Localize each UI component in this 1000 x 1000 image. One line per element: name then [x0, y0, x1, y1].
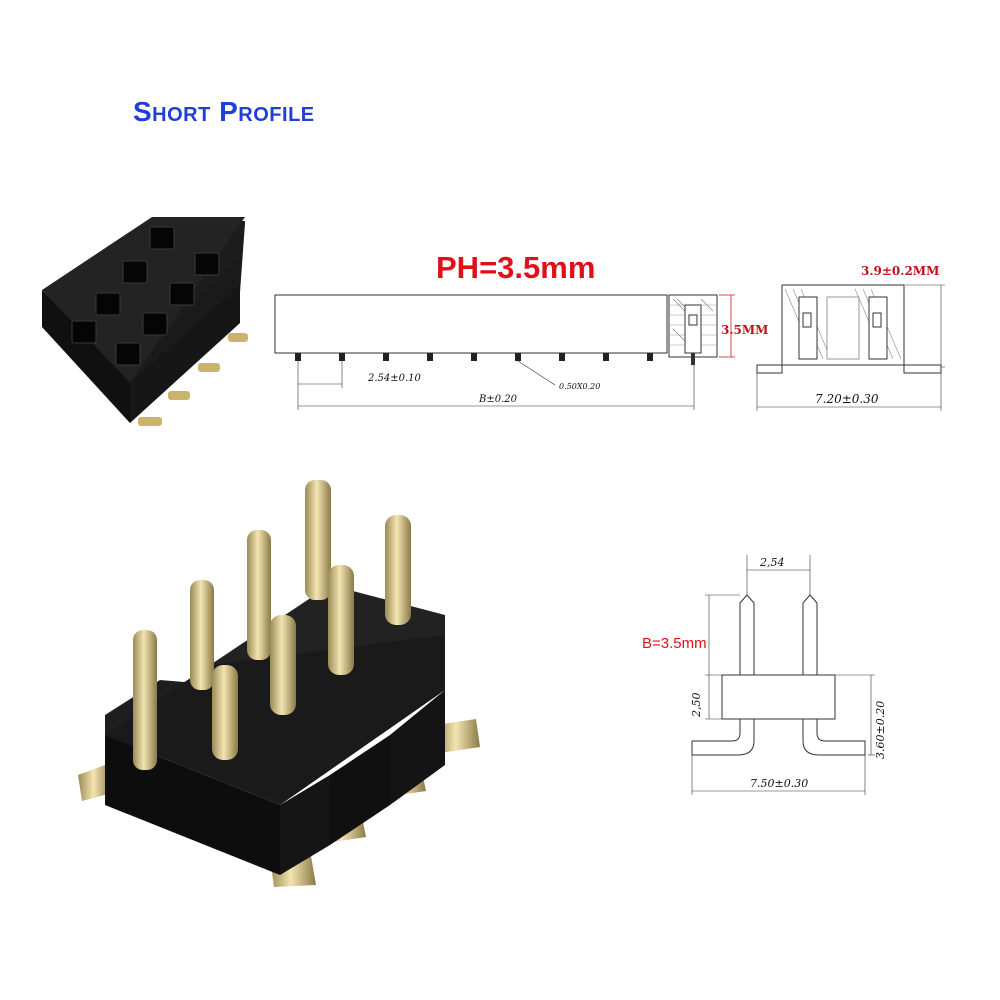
female-header-photo — [42, 217, 248, 426]
side-view-drawing: 3.5MM 2.54±0.10 0.50X0.20 B±0.20 — [274, 294, 768, 410]
side-view-pins — [295, 353, 653, 361]
male-body-dimension: 2,50 — [690, 693, 703, 719]
pitch-dimension: 2.54±0.10 — [367, 373, 422, 384]
end-view-housing — [781, 284, 905, 366]
male-header-drawing: 2,54 B=3.5mm 2,50 3.60±0.20 7.50±0.30 — [642, 555, 887, 795]
end-height-label: 3.9±0.2MM — [861, 264, 939, 278]
female-header-holes — [71, 226, 220, 366]
male-height-dimension: 3.60±0.20 — [874, 701, 887, 759]
male-header-pins — [133, 480, 411, 770]
side-height-label: 3.5MM — [721, 323, 768, 337]
end-view-drawing: 3.9±0.2MM 7.20±0.30 — [756, 264, 945, 411]
ph-label: PH=3.5mm — [436, 250, 596, 285]
end-width-dimension: 7.20±0.30 — [815, 392, 879, 406]
length-dimension: B±0.20 — [478, 394, 518, 405]
pin-size-dimension: 0.50X0.20 — [559, 382, 600, 391]
female-header-pins — [138, 333, 248, 426]
page-title: Short Profile — [133, 96, 315, 127]
male-header-photo — [78, 480, 480, 887]
male-pitch-dimension: 2,54 — [759, 556, 785, 569]
side-view-section — [668, 294, 718, 365]
male-width-dimension: 7.50±0.30 — [750, 777, 808, 790]
b-label: B=3.5mm — [642, 635, 707, 652]
